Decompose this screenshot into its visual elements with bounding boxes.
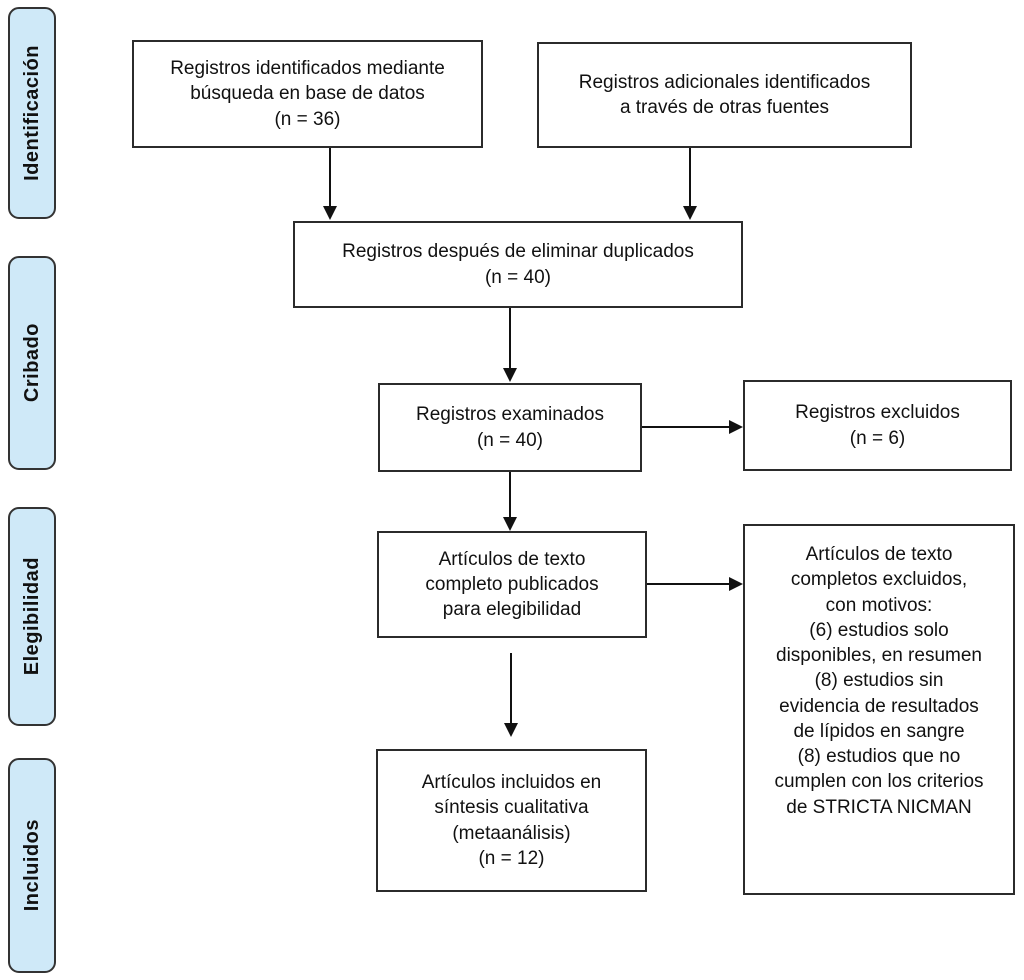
box-records-after-duplicates: Registros después de eliminar duplicados… <box>293 221 743 308</box>
box-records-identified-database: Registros identificados mediante búsqued… <box>132 40 483 148</box>
arrow-fulltext-to-excluded-head <box>729 577 743 591</box>
box-additional-records-other-sources: Registros adicionales identificados a tr… <box>537 42 912 148</box>
box-records-excluded: Registros excluidos (n = 6) <box>743 380 1012 471</box>
arrow-fulltext-to-excluded-line <box>647 583 730 585</box>
stage-eligibility: Elegibilidad <box>8 507 56 726</box>
arrow-fulltext-to-included-head <box>504 723 518 737</box>
arrow-identified-to-duplicates-line <box>329 148 331 207</box>
arrow-screened-to-excluded-head <box>729 420 743 434</box>
stage-eligibility-label: Elegibilidad <box>20 557 43 676</box>
arrow-duplicates-to-screened-head <box>503 368 517 382</box>
arrow-screened-to-fulltext-line <box>509 472 511 518</box>
arrow-screened-to-fulltext-head <box>503 517 517 531</box>
box-records-screened: Registros examinados (n = 40) <box>378 383 642 472</box>
box-fulltext-excluded-reasons: Artículos de texto completos excluidos, … <box>743 524 1015 895</box>
stage-screening: Cribado <box>8 256 56 470</box>
stage-included-label: Incluidos <box>20 819 43 912</box>
stage-identification: Identificación <box>8 7 56 219</box>
box-fulltext-assessed: Artículos de texto completo publicados p… <box>377 531 647 638</box>
arrow-fulltext-to-included-line <box>510 653 512 724</box>
stage-included: Incluidos <box>8 758 56 973</box>
arrow-identified-to-duplicates-head <box>323 206 337 220</box>
box-included-qualitative-synthesis: Artículos incluidos en síntesis cualitat… <box>376 749 647 892</box>
stage-screening-label: Cribado <box>20 323 43 403</box>
arrow-screened-to-excluded-line <box>642 426 730 428</box>
stage-identification-label: Identificación <box>20 45 43 181</box>
arrow-additional-to-duplicates-line <box>689 148 691 207</box>
arrow-additional-to-duplicates-head <box>683 206 697 220</box>
arrow-duplicates-to-screened-line <box>509 308 511 369</box>
